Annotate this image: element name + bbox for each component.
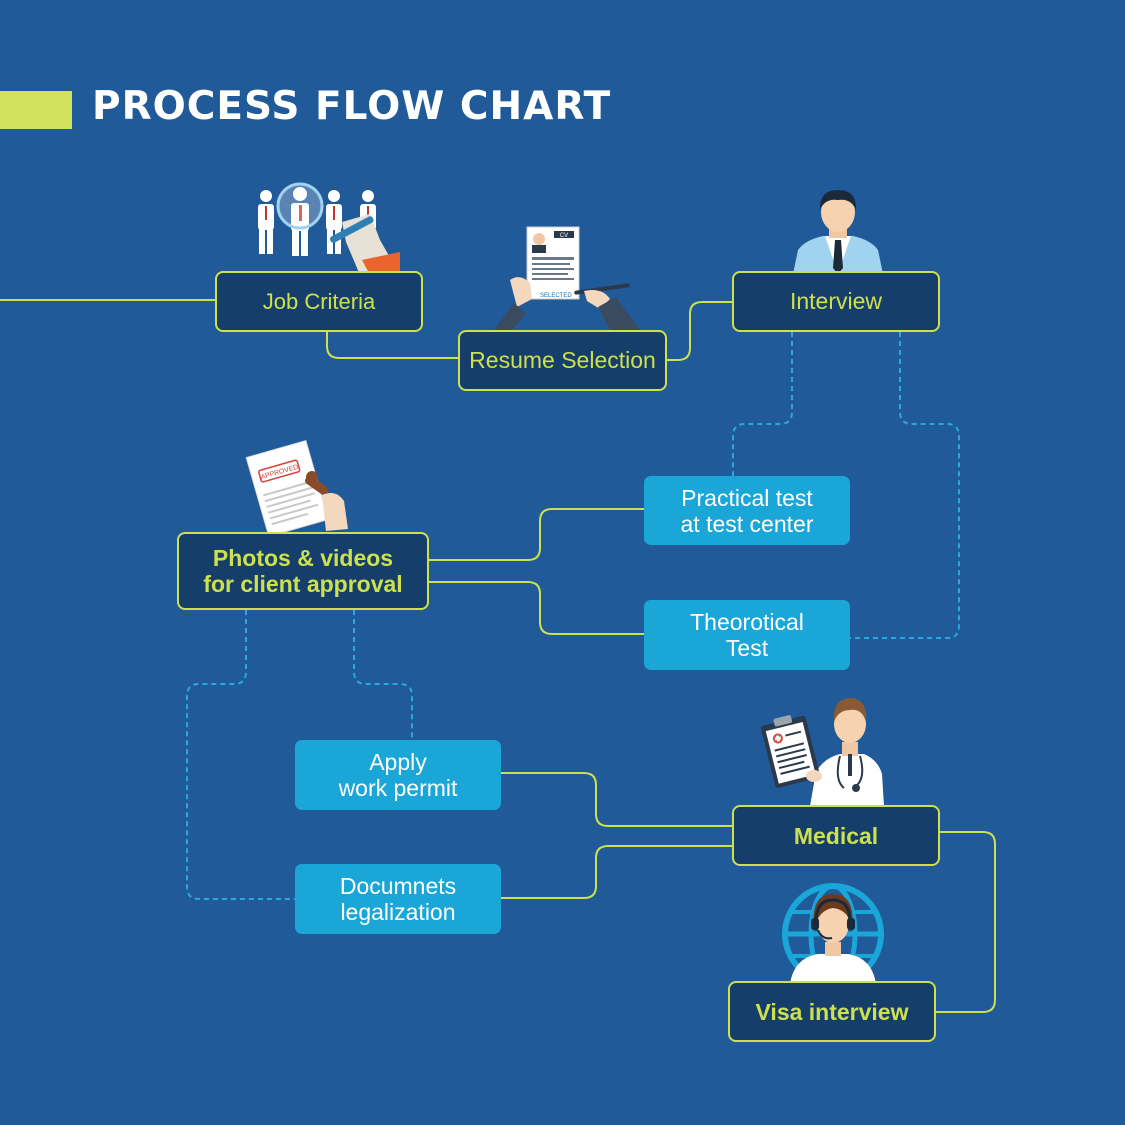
job-criteria-node[interactable]: Job Criteria	[215, 271, 423, 332]
connector-photos-to-practical	[428, 508, 645, 561]
title-accent-bar	[0, 91, 72, 129]
selected-stamp-text: SELECTED	[540, 293, 572, 299]
dashed-photos-to-permit	[353, 610, 413, 740]
visa-interview-label: Visa interview	[755, 998, 909, 1025]
resume-selection-label: Resume Selection	[469, 347, 656, 373]
interview-node[interactable]: Interview	[732, 271, 940, 332]
dashed-photos-to-documents	[186, 610, 296, 900]
connector-documents-to-medical	[500, 845, 734, 899]
practical-test-label: Practical test at test center	[680, 484, 814, 537]
cv-label: CV	[560, 233, 568, 239]
medical-label: Medical	[793, 822, 879, 849]
candidates-selection-icon	[258, 182, 400, 275]
photos-videos-approval-label: Photos & videos for client approval	[203, 545, 403, 597]
documents-legalization-node[interactable]: Documnets legalization	[295, 864, 501, 934]
dashed-interview-to-practical	[732, 332, 793, 477]
documents-legalization-label: Documnets legalization	[339, 873, 457, 925]
medical-node[interactable]: Medical	[732, 805, 940, 866]
interviewer-icon	[793, 190, 883, 274]
photos-videos-approval-node[interactable]: Photos & videos for client approval	[177, 532, 429, 610]
connector-permit-to-medical	[500, 772, 734, 827]
job-criteria-label: Job Criteria	[262, 288, 376, 314]
resume-selection-node[interactable]: Resume Selection	[458, 330, 667, 391]
theoretical-test-label: Theorotical Test	[690, 609, 804, 661]
apply-work-permit-node[interactable]: Apply work permit	[295, 740, 501, 810]
connector-photos-to-theoretical	[428, 581, 645, 635]
cv-document-icon: CV SELECTED	[492, 226, 642, 333]
doctor-clipboard-icon	[761, 698, 884, 806]
approved-stamp-document-icon: APPROVED	[245, 439, 348, 535]
connector-resume-to-interview	[665, 301, 735, 361]
call-center-globe-icon	[782, 883, 884, 984]
page-title: PROCESS FLOW CHART	[92, 84, 612, 129]
connector-medical-to-visa	[935, 831, 996, 1013]
theoretical-test-node[interactable]: Theorotical Test	[644, 600, 850, 670]
connector-job-criteria-to-resume	[326, 331, 460, 359]
interview-label: Interview	[789, 288, 883, 314]
practical-test-node[interactable]: Practical test at test center	[644, 476, 850, 545]
dashed-interview-to-theoretical	[849, 332, 960, 639]
visa-interview-node[interactable]: Visa interview	[728, 981, 936, 1042]
apply-work-permit-label: Apply work permit	[338, 749, 458, 801]
